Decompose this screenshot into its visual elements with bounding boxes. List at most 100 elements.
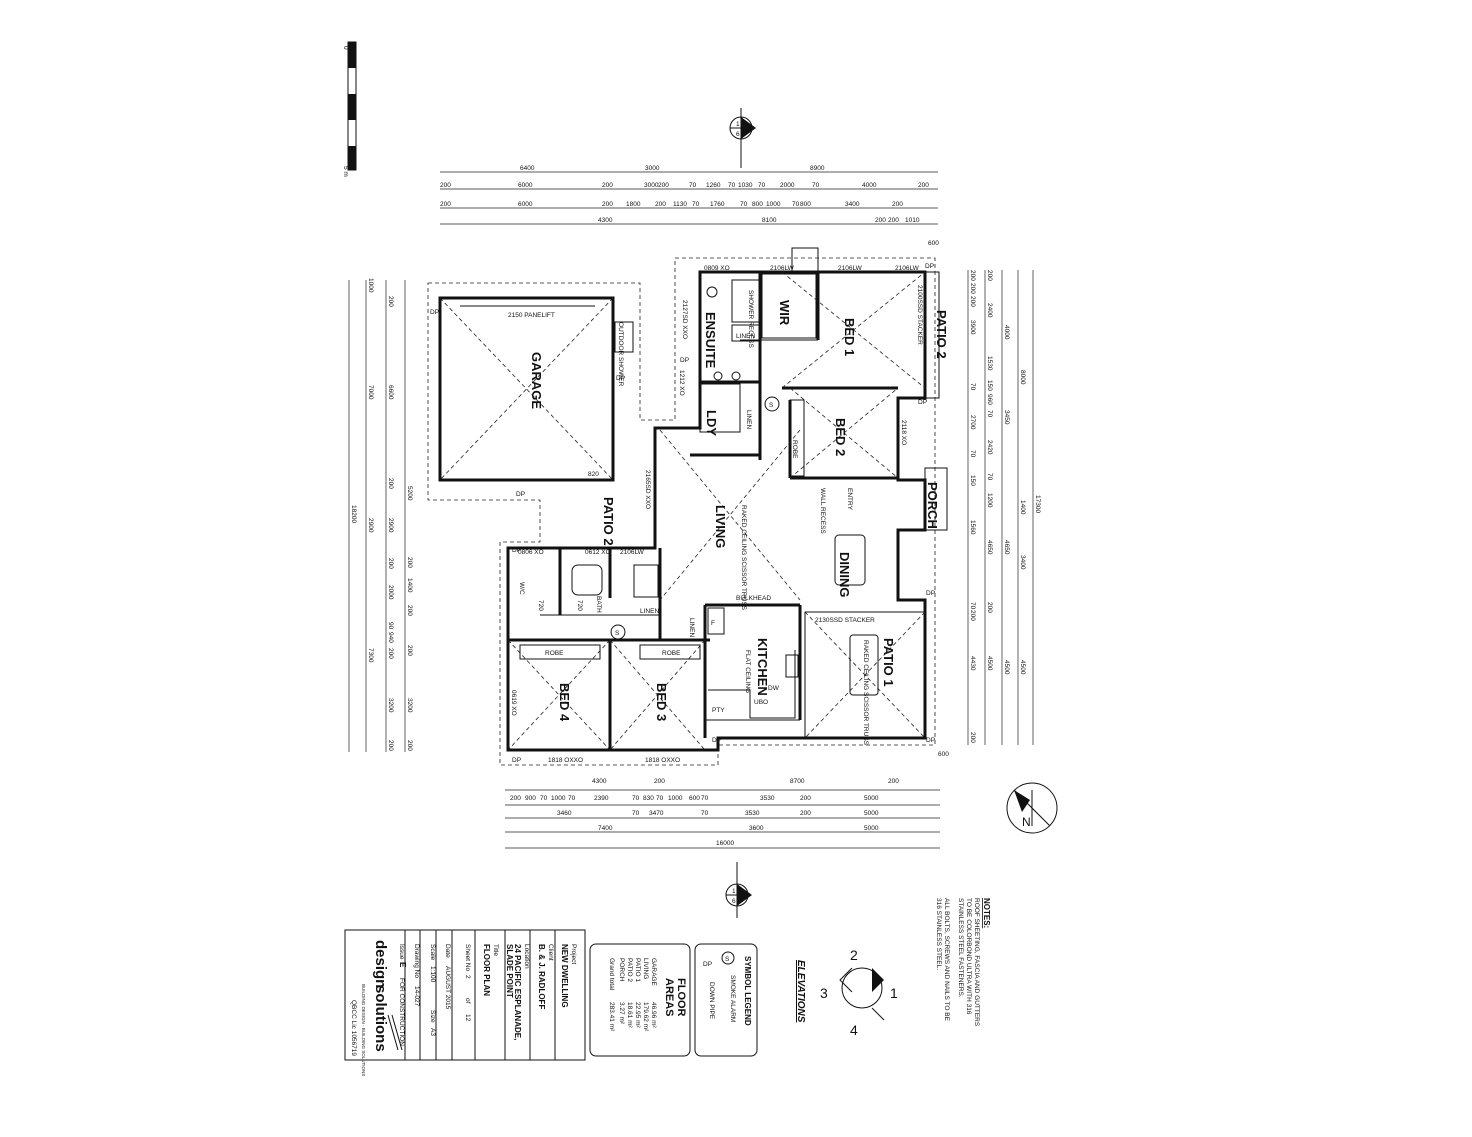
dim-text: 200 xyxy=(800,810,811,817)
dim-text: 200 xyxy=(658,182,669,189)
door-size: 720 xyxy=(576,600,583,611)
entry-label: ENTRY xyxy=(846,488,853,511)
wir-label: WIR xyxy=(777,300,792,326)
door-size: 820 xyxy=(588,471,599,478)
north-arrow: N xyxy=(1006,782,1058,834)
section-bottom-sheet: 6 xyxy=(732,898,736,905)
bath-label: BATH xyxy=(595,596,602,613)
dim-text: 1400 xyxy=(1019,500,1026,515)
downpipe-label: DP xyxy=(680,357,689,364)
dim-text: 70 xyxy=(656,795,664,802)
wir: WIR 2106LW xyxy=(761,247,819,339)
area-row-name: PATIO 2 xyxy=(626,958,633,982)
brand-tagline: BUILDING DESIGN - BUILDING SOLUTIONS xyxy=(361,984,366,1076)
flat-ceiling-label: FLAT CEILING xyxy=(744,650,751,693)
downpipe-label: DP xyxy=(926,737,935,744)
dim-text: 7400 xyxy=(598,825,613,832)
pty-label: PTY xyxy=(712,707,725,714)
scale-label: Scale xyxy=(429,944,436,961)
dim-text: 200 xyxy=(892,201,903,208)
dim-text: 70 xyxy=(689,182,697,189)
patio2-mid-label: PATIO 2 xyxy=(601,497,616,546)
bed4-label: BED 4 xyxy=(557,683,572,722)
legend-title: SYMBOL LEGEND xyxy=(743,956,752,1026)
ldy-label: LDY xyxy=(704,410,719,436)
dim-text: 200 xyxy=(387,740,394,751)
dim-text: 2900 xyxy=(387,518,394,533)
entry: ENTRY WALL RECESS xyxy=(819,488,853,534)
bed4: ROBE BED 4 1818 OXXO 0619 XO DP xyxy=(507,639,611,764)
dim-text: 200 xyxy=(440,201,451,208)
dim-text: 200 xyxy=(918,182,929,189)
issue-label: Issue xyxy=(398,944,405,960)
window-label: 0806 XO xyxy=(518,549,544,556)
dim-text: 70 xyxy=(812,182,820,189)
date-label: Date xyxy=(444,944,451,958)
downpipe-label: DP xyxy=(926,590,935,597)
dining: DINING BULKHEAD xyxy=(736,534,866,602)
robe-label: ROBE xyxy=(545,650,564,657)
dim-text: 2390 xyxy=(594,795,609,802)
smoke-alarms: S S xyxy=(610,396,780,640)
raked-ceiling-label: RAKED CEILING SCISSOR TRUSS xyxy=(740,505,747,611)
dim-text: 1030 xyxy=(738,182,753,189)
brand-logo-icon xyxy=(387,1014,403,1051)
shower-recess-label: SHOWER RECESS xyxy=(747,290,754,348)
dim-text: 200 xyxy=(602,182,613,189)
dim-text: 1260 xyxy=(706,182,721,189)
dim-text: 7300 xyxy=(367,648,374,663)
dim-text: 4500 xyxy=(986,656,993,671)
area-row-value: 179.62 m² xyxy=(642,1002,649,1032)
dim-text: 200 xyxy=(986,602,993,613)
downpipe-label: DP xyxy=(925,263,934,270)
dim-text: 1000 xyxy=(766,201,781,208)
section-bottom-num: 1 xyxy=(732,888,736,895)
dim-text: 5000 xyxy=(864,810,879,817)
porch-label: PORCH xyxy=(925,482,940,529)
dim-text: 70 xyxy=(568,795,576,802)
area-row-name: PATIO 1 xyxy=(634,958,641,982)
dim-text: 800 xyxy=(752,201,763,208)
client-value: B. & J. RADLOFF xyxy=(537,944,546,1009)
section-top-sheet: 6 xyxy=(736,131,740,138)
door-size: 720 xyxy=(537,600,544,611)
dim-text: 830 xyxy=(643,795,654,802)
roof-outline xyxy=(427,257,936,766)
living-label: LIVING xyxy=(713,505,728,548)
porch: PORCH xyxy=(924,467,948,531)
elevations-key: ELEVATIONS 1 2 3 4 xyxy=(795,947,898,1038)
downpipe-label: DP xyxy=(616,375,625,382)
dim-text: 600 xyxy=(928,240,939,247)
dim-text: 2000 xyxy=(780,182,795,189)
dim-text: 200 xyxy=(969,270,976,281)
downpipe-label: DP xyxy=(430,309,439,316)
area-row-name: Grand total xyxy=(608,958,615,991)
robe-label: ROBE xyxy=(662,650,681,657)
elev-2: 2 xyxy=(850,947,858,963)
scale-end-label: 5 m xyxy=(342,166,349,177)
bed2-label: BED 2 xyxy=(833,418,848,456)
dim-text: 200 xyxy=(969,610,976,621)
dim-text: 800 xyxy=(800,201,811,208)
notes-line: TO BE COLORBOND ULTRA WITH 316 xyxy=(965,898,972,1015)
dimension-lines xyxy=(348,171,1034,849)
wc-label: W/C xyxy=(518,582,525,595)
elev-4: 4 xyxy=(850,1022,858,1038)
dim-text: 1800 xyxy=(626,201,641,208)
dim-text: 200 xyxy=(800,795,811,802)
legend-smoke: SMOKE ALARM xyxy=(729,975,736,1022)
downpipe-label: DP xyxy=(712,737,721,744)
bulkhead-label: BULKHEAD xyxy=(736,595,771,602)
project-value: NEW DWELLING xyxy=(560,944,569,1008)
symbol-legend: SYMBOL LEGEND S SMOKE ALARM DP DOWN PIPE xyxy=(694,943,758,1057)
dim-text: 3200 xyxy=(406,698,413,713)
dim-text: 1130 xyxy=(673,201,687,208)
dim-text: 2700 xyxy=(969,415,976,430)
dim-text: 70 xyxy=(728,182,736,189)
dim-text: 4300 xyxy=(598,217,613,224)
dim-text: 70 xyxy=(701,795,709,802)
dim-text: 70 xyxy=(792,201,800,208)
left-dimensions: 18200 1000 7000 2900 7300 200 6600 200 2… xyxy=(350,278,413,751)
dim-text: 200 xyxy=(654,778,665,785)
